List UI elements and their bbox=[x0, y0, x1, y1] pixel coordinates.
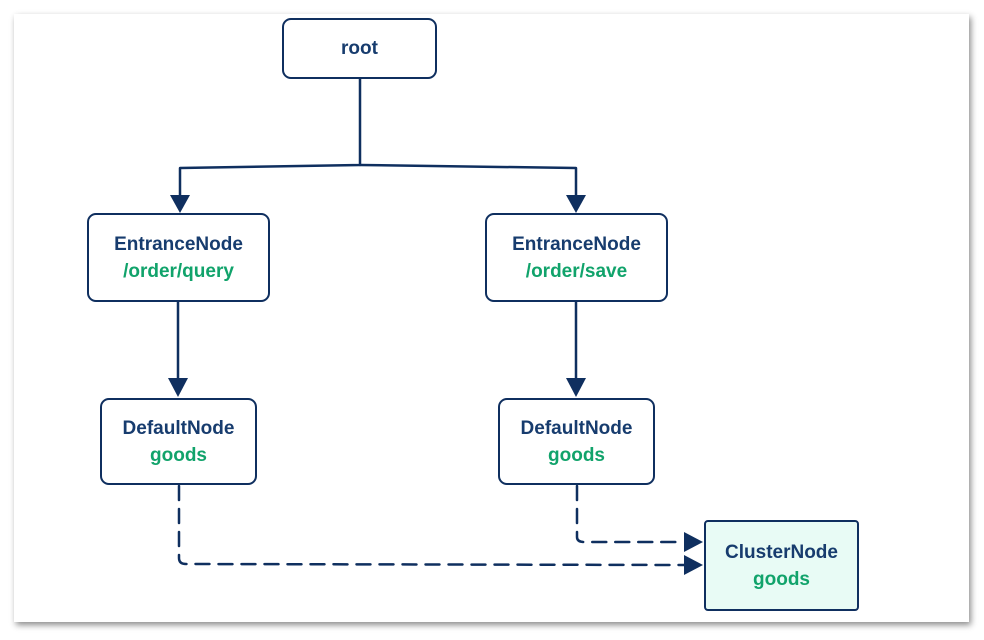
arrowhead-cluster-from-right bbox=[684, 532, 703, 552]
edge-root-to-entrance-query bbox=[178, 77, 362, 197]
entrance-node-save-path: /order/save bbox=[525, 260, 628, 282]
default-node-right-title: DefaultNode bbox=[520, 417, 633, 439]
root-node-title: root bbox=[341, 38, 378, 59]
root-node: root bbox=[282, 18, 437, 79]
default-node-left-resource: goods bbox=[150, 444, 207, 466]
arrowhead-cluster-from-left bbox=[684, 555, 703, 575]
entrance-node-order-save: EntranceNode /order/save bbox=[485, 213, 668, 302]
entrance-node-query-title: EntranceNode bbox=[114, 233, 243, 255]
arrowhead-entrance-query bbox=[170, 195, 190, 213]
cluster-node-title: ClusterNode bbox=[725, 541, 838, 563]
entrance-node-save-title: EntranceNode bbox=[512, 233, 641, 255]
default-node-right: DefaultNode goods bbox=[498, 398, 655, 485]
cluster-node-resource: goods bbox=[753, 568, 810, 590]
default-node-right-resource: goods bbox=[548, 444, 605, 466]
edge-default-left-to-cluster bbox=[177, 484, 686, 567]
entrance-node-order-query: EntranceNode /order/query bbox=[87, 213, 270, 302]
cluster-node: ClusterNode goods bbox=[704, 520, 859, 611]
edge-root-to-entrance-save bbox=[358, 163, 578, 197]
default-node-left: DefaultNode goods bbox=[100, 398, 257, 485]
edge-default-right-to-cluster bbox=[575, 484, 686, 544]
arrowhead-entrance-save bbox=[566, 195, 586, 213]
entrance-node-query-path: /order/query bbox=[123, 260, 234, 282]
arrowhead-default-right bbox=[566, 378, 586, 397]
arrowhead-default-left bbox=[168, 378, 188, 397]
default-node-left-title: DefaultNode bbox=[122, 417, 235, 439]
